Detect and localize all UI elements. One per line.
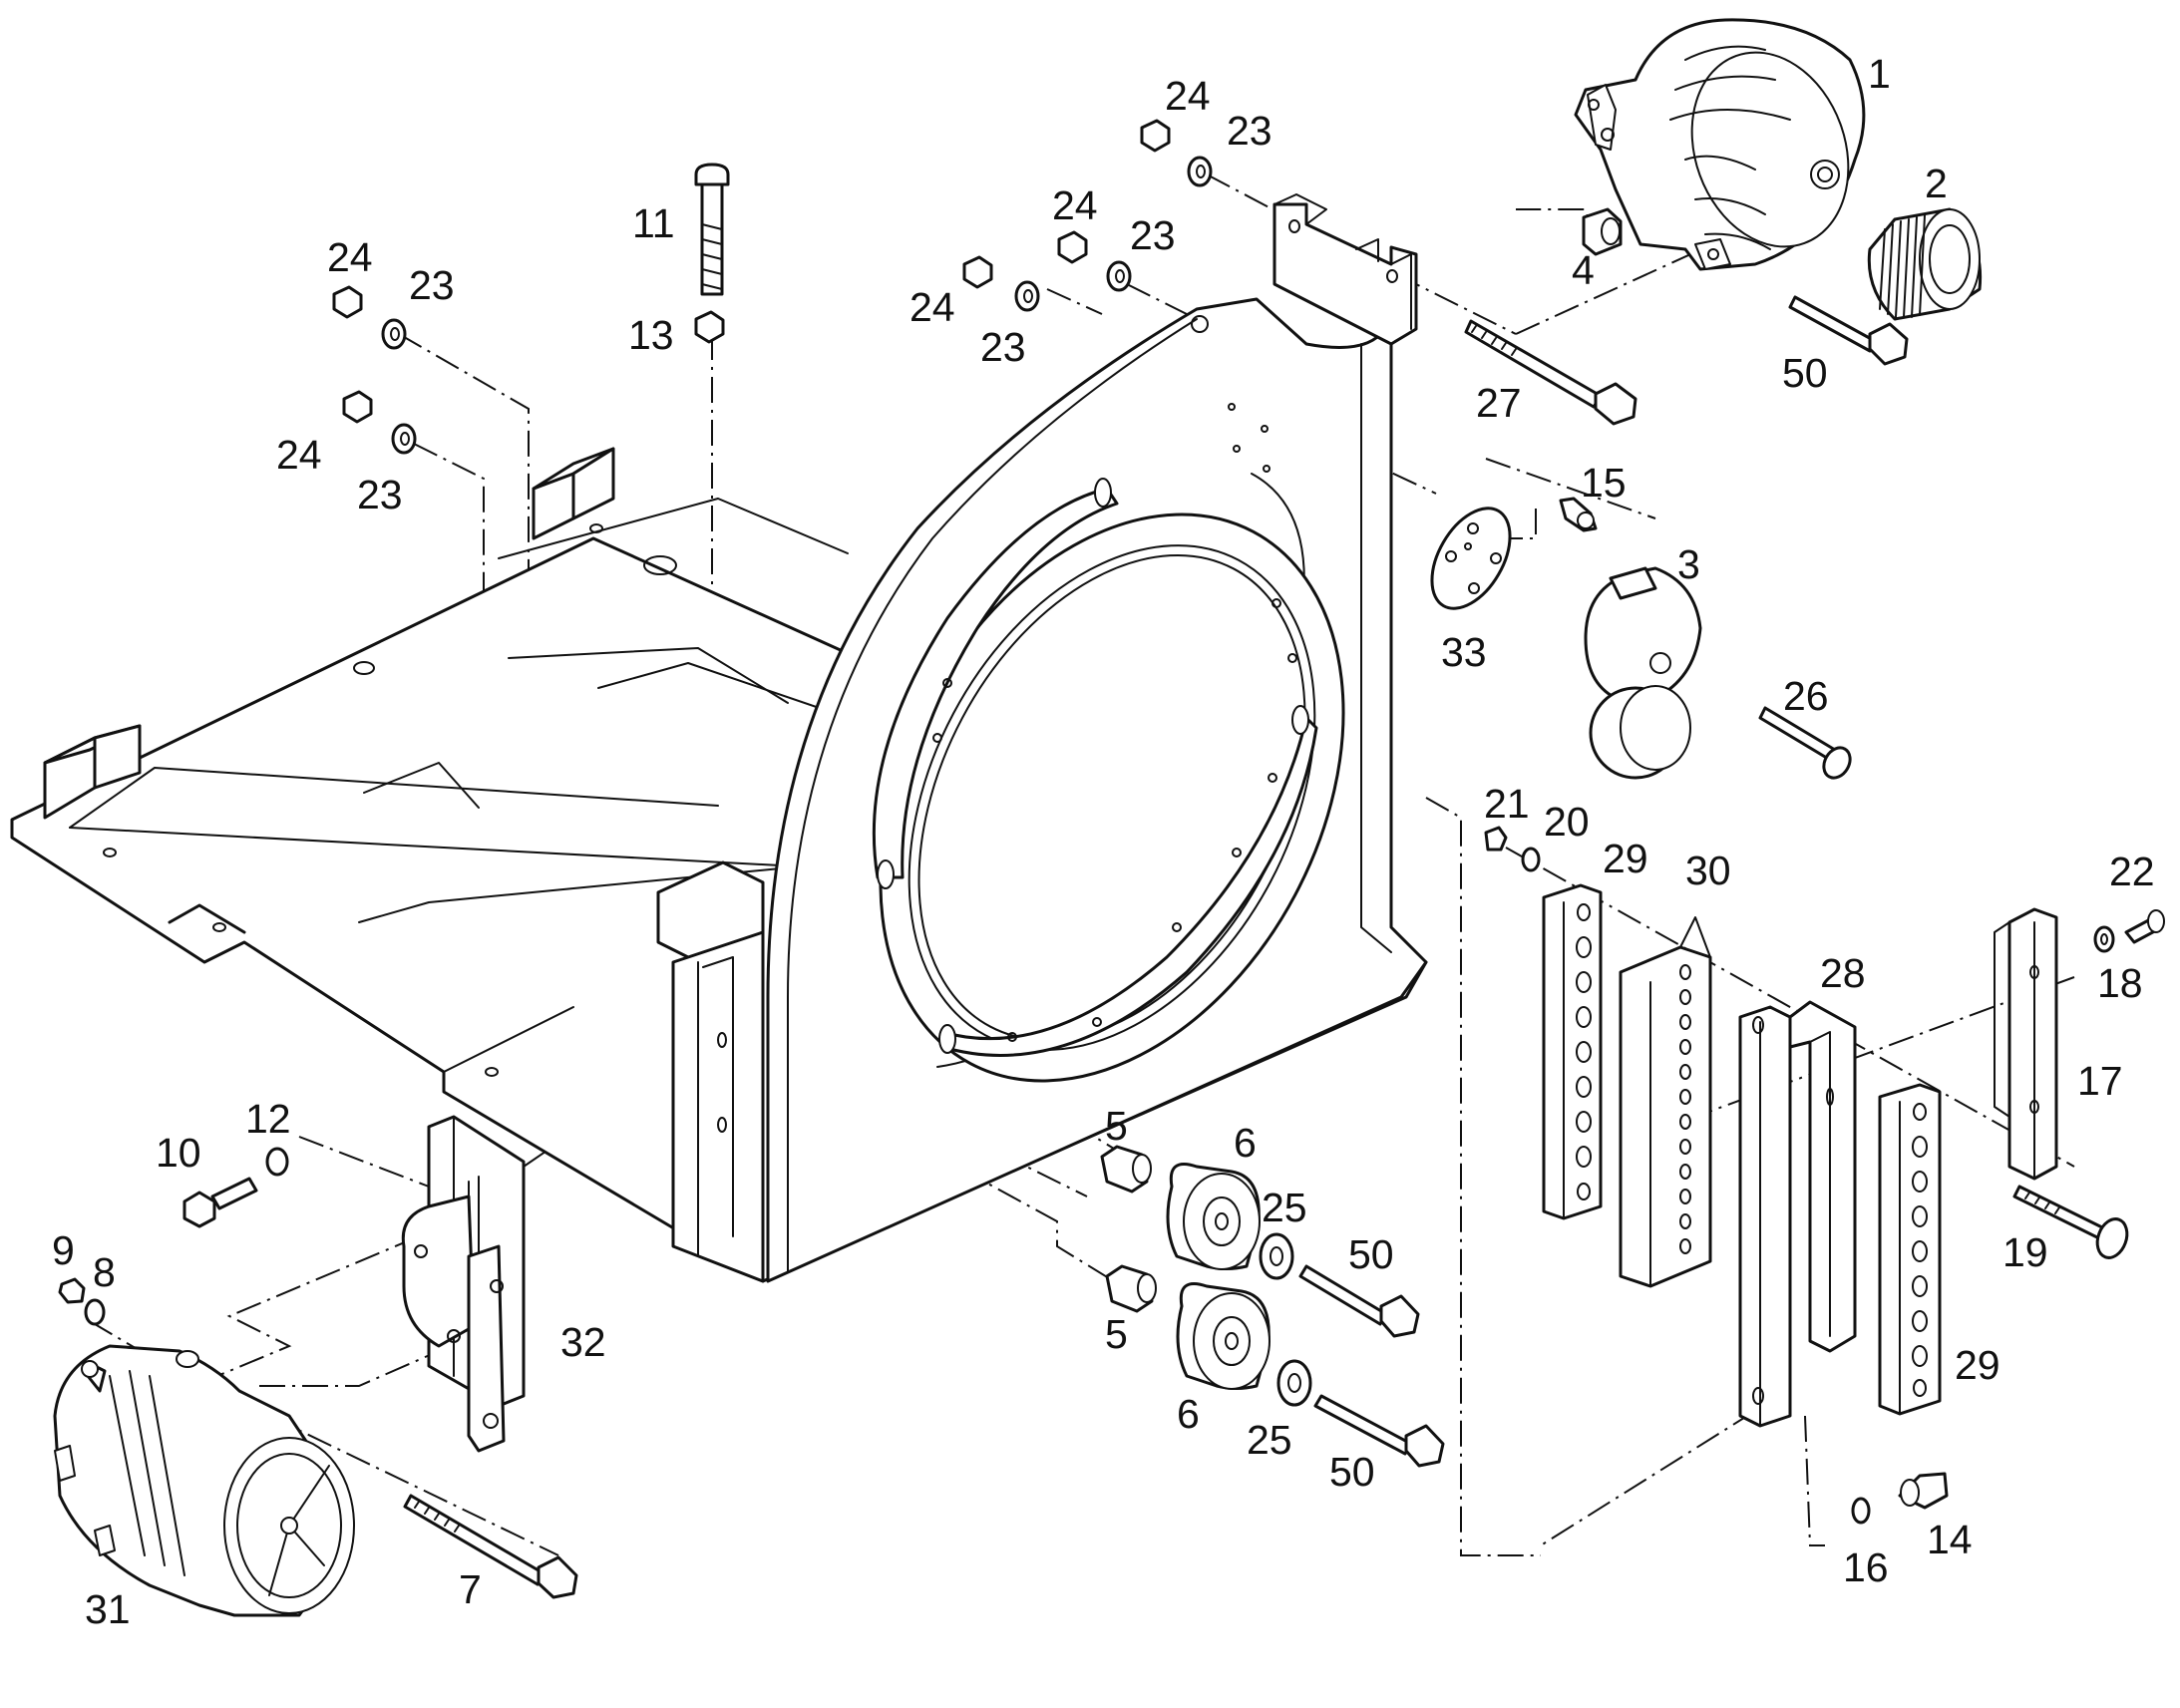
callout-32: 32 [560,1319,606,1365]
bolt-11 [694,163,730,296]
callout-22: 22 [2109,849,2155,894]
callout-9: 9 [52,1227,75,1273]
ac-compressor [53,1344,355,1617]
idler-6-lower [1176,1282,1271,1390]
callout-19: 19 [2002,1229,2048,1275]
callout-25: 25 [1262,1185,1307,1230]
spacer-4 [1582,207,1623,256]
bolt-19 [2012,1185,2129,1259]
tensioner [1584,566,1702,780]
callout-21: 21 [1484,781,1530,827]
screw-15 [1559,497,1598,532]
housing-top-bracket [1272,193,1418,346]
callout-13: 13 [628,312,674,358]
frame-center-post [656,860,765,1283]
callout-2: 2 [1925,161,1948,206]
bracket-17 [1994,907,2058,1181]
plate-29-upper [1542,883,1603,1220]
callout-27: 27 [1476,380,1522,426]
callout-5: 5 [1105,1103,1128,1149]
callout-20: 20 [1544,799,1590,845]
callout-11: 11 [632,200,675,246]
callout-23: 23 [1227,108,1272,154]
callout-23: 23 [980,324,1026,370]
callout-50: 50 [1782,350,1828,396]
frame-upright-housing [766,297,1428,1283]
callout-29: 29 [1955,1342,2000,1388]
tensioner-plate [1430,507,1512,610]
idler-6-upper [1166,1163,1261,1270]
callout-28: 28 [1820,950,1866,996]
washer-25-upper [1259,1232,1294,1280]
callout-12: 12 [245,1096,291,1142]
bolt-7 [403,1494,578,1599]
callout-3: 3 [1677,541,1700,587]
callout-16: 16 [1843,1544,1889,1590]
callout-10: 10 [156,1130,201,1176]
callout-14: 14 [1927,1517,1973,1562]
isolator-5-upper [1100,1145,1152,1194]
bolt-50-top [1788,295,1909,366]
callout-24: 24 [276,432,322,478]
callout-24: 24 [1165,73,1211,119]
plate-29-lower [1878,1083,1942,1416]
callout-33: 33 [1441,629,1487,675]
callout-8: 8 [93,1249,116,1295]
callout-6: 6 [1177,1391,1200,1437]
callout-4: 4 [1572,247,1595,293]
callout-1: 1 [1868,51,1891,97]
compressor-bracket [401,1115,526,1453]
callout-23: 23 [409,262,455,308]
bolt-26 [1758,706,1852,780]
callout-18: 18 [2097,960,2143,1006]
callout-29: 29 [1603,836,1648,881]
callout-5: 5 [1105,1311,1128,1357]
isolator-5-lower [1105,1264,1157,1313]
plate-30 [1619,916,1712,1288]
bolt-10 [182,1177,258,1228]
callout-31: 31 [85,1586,131,1632]
callout-7: 7 [459,1566,482,1612]
callout-30: 30 [1685,848,1731,893]
callout-24: 24 [909,284,955,330]
bolt-50-bottom [1313,1394,1445,1468]
alternator [1574,18,1866,271]
callout-24: 24 [1052,182,1098,228]
callout-26: 26 [1783,673,1829,719]
bolt-50-middle [1298,1264,1420,1338]
callout-25: 25 [1247,1417,1292,1463]
alternator-pulley [1867,207,1983,321]
callout-23: 23 [1130,212,1176,258]
callout-23: 23 [357,472,403,517]
bolt-27 [1464,319,1637,426]
frame-28 [1738,1000,1857,1428]
hardware-nuts-washers [58,119,2165,1525]
callout-labels: 1 2 3 4 5 5 6 6 7 8 9 10 11 12 13 14 15 … [52,51,2155,1632]
callout-50: 50 [1348,1231,1394,1277]
washer-25-lower [1276,1359,1312,1407]
callout-6: 6 [1234,1120,1257,1166]
callout-15: 15 [1581,460,1627,506]
callout-24: 24 [327,234,373,280]
callout-17: 17 [2077,1058,2123,1104]
callout-50: 50 [1329,1449,1375,1495]
